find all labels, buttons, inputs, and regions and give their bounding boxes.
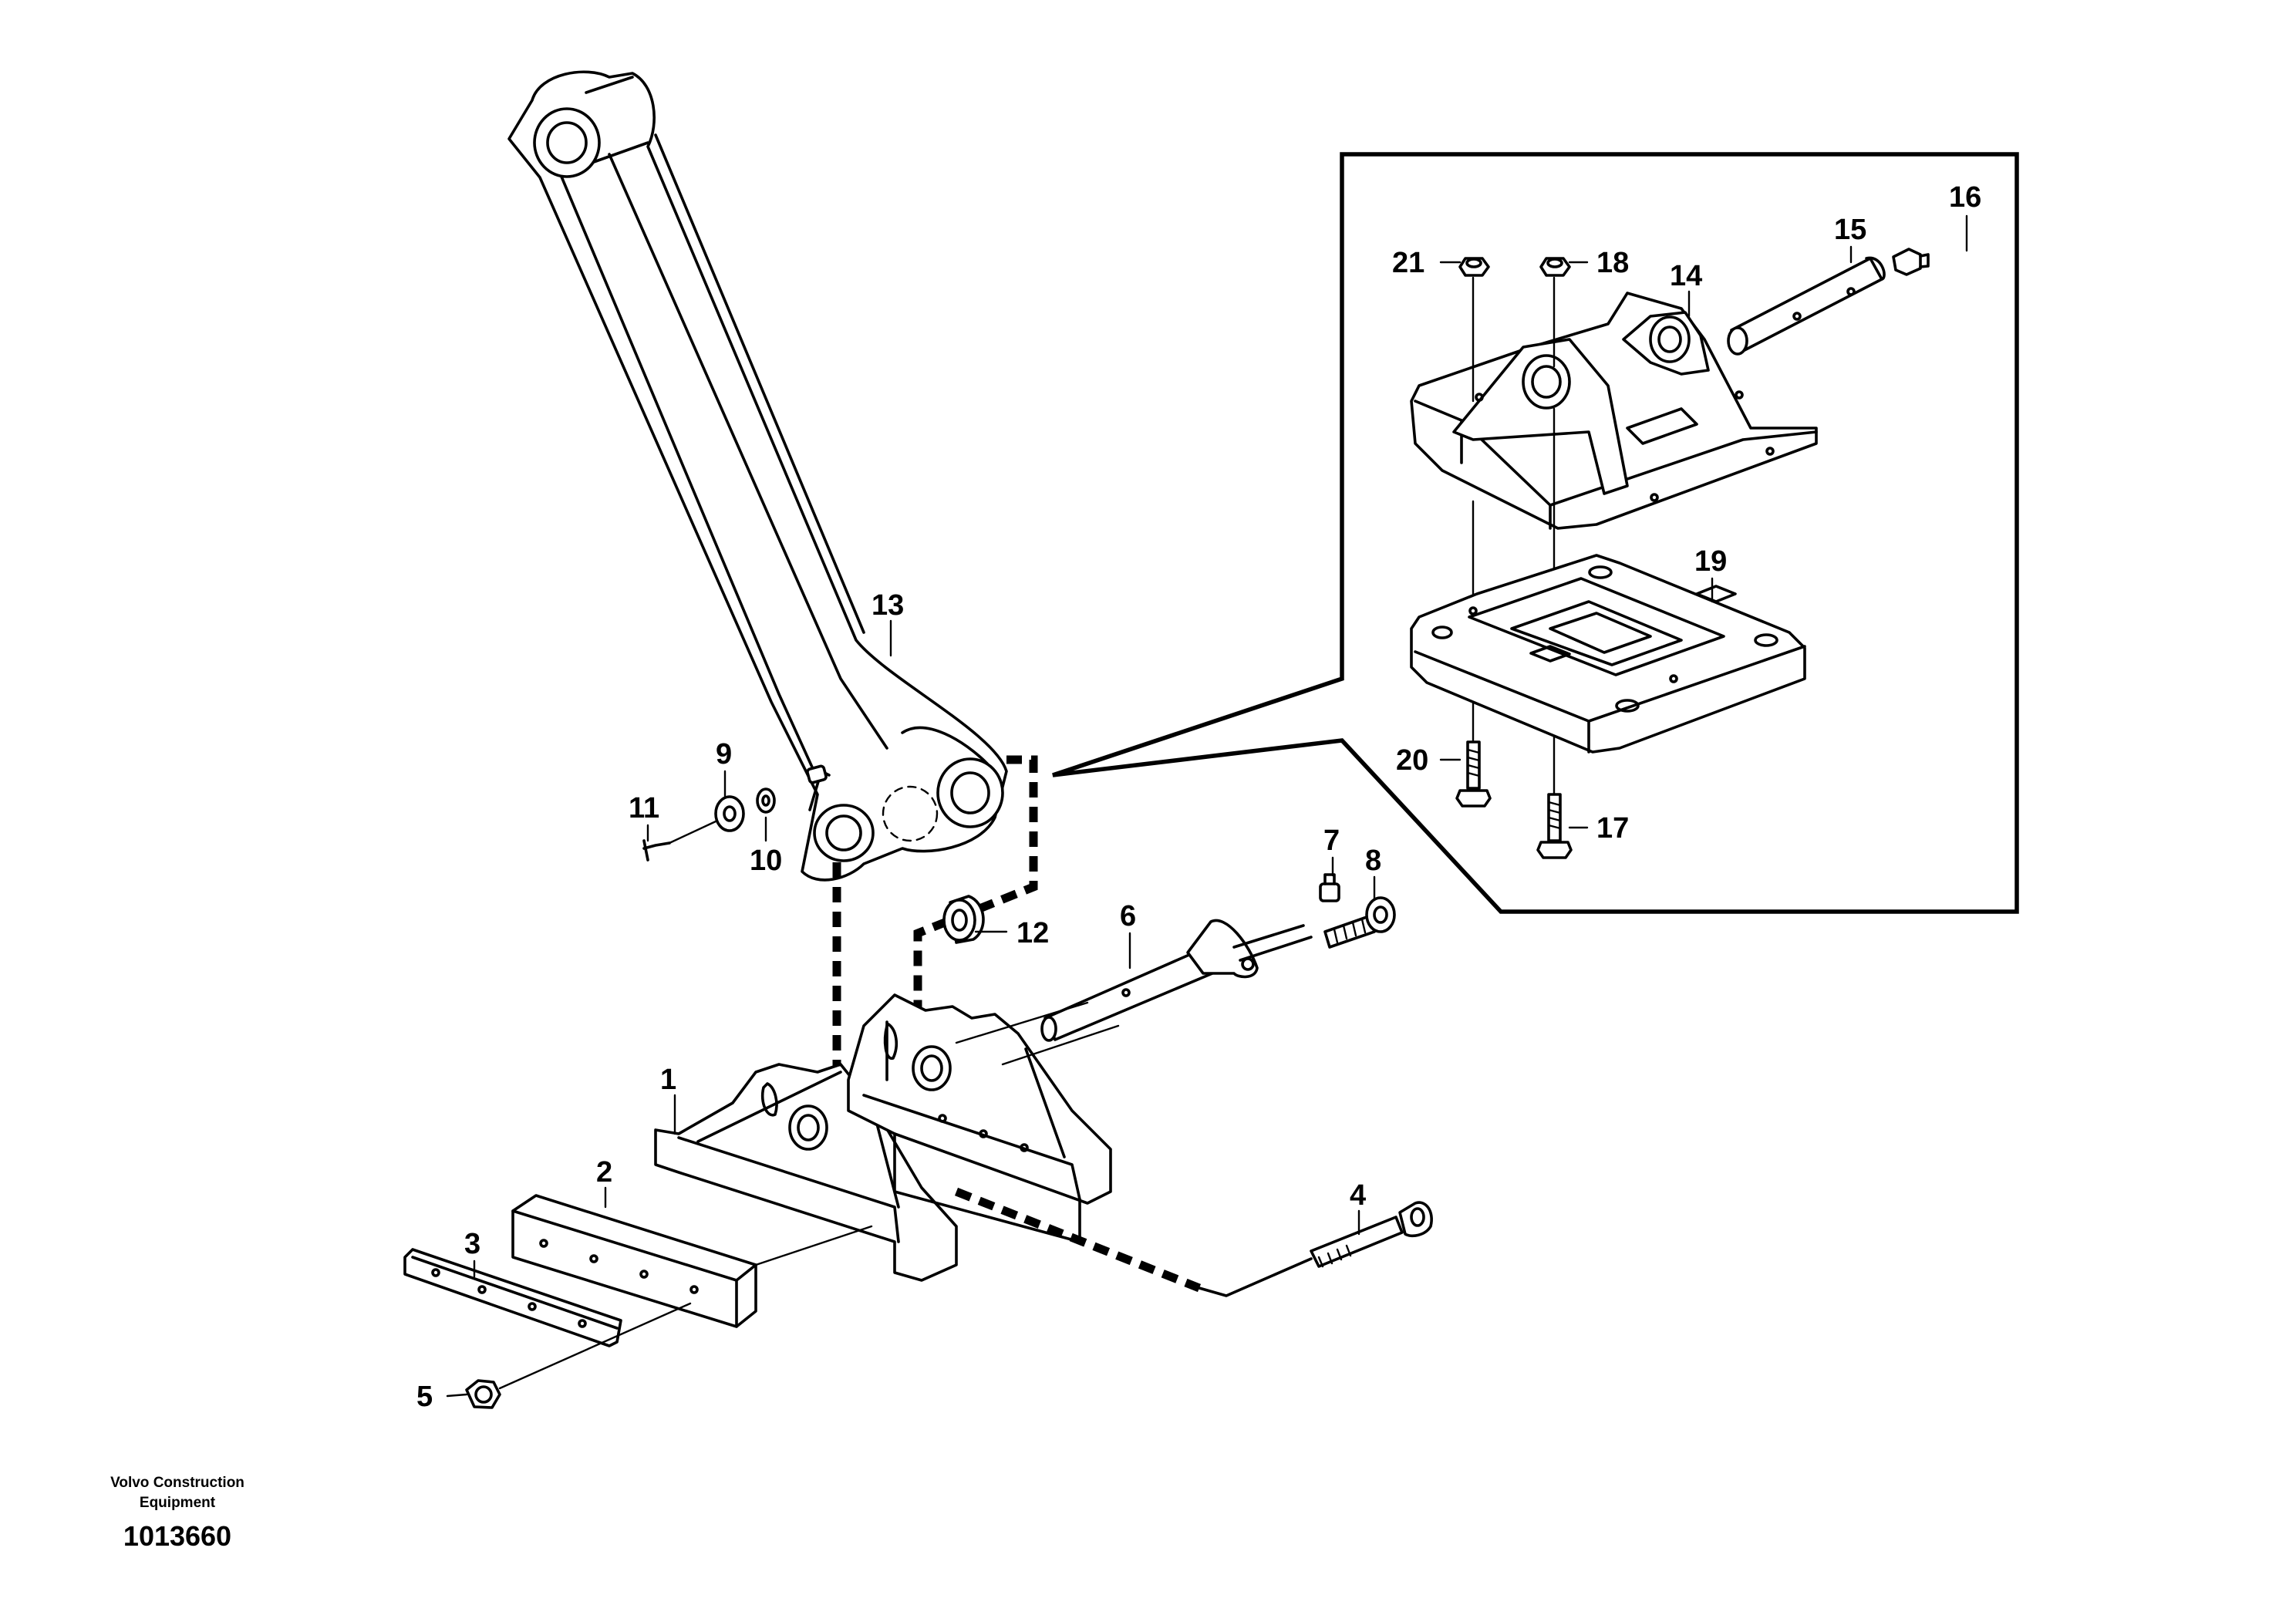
base-plate-part-19 [1410,554,1806,754]
nut-part-5 [465,1302,692,1409]
bracket-part-1 [654,993,1120,1282]
spacer-block-part-2 [511,1194,873,1328]
callout-12: 12 [1017,917,1049,949]
bolt-part-20 [1455,740,1492,808]
callout-14: 14 [1670,260,1702,292]
callout-1: 1 [660,1064,676,1096]
pin-part-6 [1040,919,1313,1042]
pin-clip-part-11 [642,820,717,862]
drawing-number: 1013660 [123,1520,232,1552]
callout-2: 2 [596,1156,612,1189]
callout-4: 4 [1350,1179,1366,1212]
callout-19: 19 [1694,545,1727,578]
callout-3: 3 [464,1228,480,1260]
bushing-part-12 [942,895,985,944]
arm-part-13 [507,70,1008,882]
flange-nut-part-21 [1458,257,1490,277]
callout-21: 21 [1392,247,1424,279]
callout-15: 15 [1834,214,1866,246]
dashed-connector-right [913,755,1038,1064]
grease-nipple-part-16 [1892,248,1930,276]
callout-11: 11 [629,792,659,824]
callout-6: 6 [1120,900,1136,932]
pin-part-15 [1727,256,1886,356]
callout-leaders [446,214,1968,1398]
callout-18: 18 [1596,247,1629,279]
callout-9: 9 [716,738,732,771]
callout-13: 13 [872,589,904,622]
company-name-line2: Equipment [139,1495,216,1511]
callout-8: 8 [1365,845,1381,877]
bolt-part-17 [1536,793,1573,859]
callout-20: 20 [1396,744,1428,777]
callout-17: 17 [1596,812,1629,845]
shim-plate-part-3 [403,1248,622,1347]
callout-16: 16 [1949,181,1981,214]
callout-10: 10 [750,845,782,877]
footer-block: Volvo Construction Equipment 1013660 [62,1473,293,1555]
bolt-part-8 [1323,896,1396,949]
callout-5: 5 [416,1381,433,1413]
housing-part-14 [1410,292,1818,530]
flange-nut-part-18 [1539,257,1571,277]
company-name-line1: Volvo Construction [110,1475,244,1491]
washer-part-9 [714,795,745,832]
callout-7: 7 [1323,824,1340,857]
detail-leader [1052,152,2019,914]
grease-nipple-part-7 [1319,873,1340,902]
bolt-part-4 [1198,1201,1433,1297]
washer-part-10 [756,787,776,814]
